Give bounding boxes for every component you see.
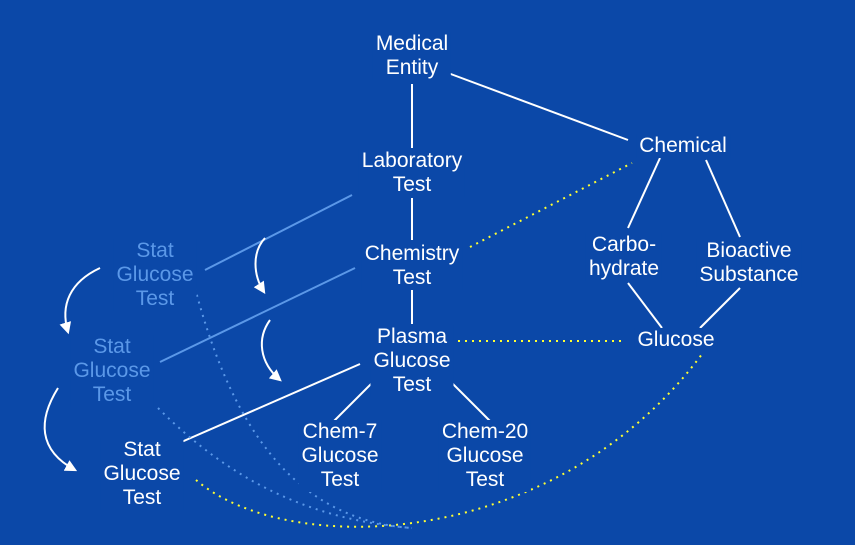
curved-arrow-stat1-to-stat2 xyxy=(59,267,101,335)
node-laboratory-test: Laboratory Test xyxy=(358,149,466,197)
edge-stat3-plasma xyxy=(169,363,361,448)
dotted-stat3-glucose xyxy=(195,349,706,528)
curved-arrow-stat2-to-stat3 xyxy=(43,387,78,472)
node-chemical: Chemical xyxy=(636,134,730,158)
edge-medical-chemical xyxy=(447,72,629,141)
dotted-stat1-trail xyxy=(194,287,413,529)
edge-bioactive-glucose xyxy=(699,287,741,329)
edge-chemical-bioactive xyxy=(705,159,741,238)
node-chemistry-test: Chemistry Test xyxy=(361,242,463,290)
edge-chemical-carbohydrate xyxy=(627,157,661,229)
edge-stat2-chemistry xyxy=(159,267,356,363)
node-plasma-glucose-test: Plasma Glucose Test xyxy=(370,325,454,397)
node-carbohydrate: Carbo- hydrate xyxy=(585,233,663,281)
node-stat-glucose-test-1: Stat Glucose Test xyxy=(113,239,197,311)
node-stat-glucose-test-3: Stat Glucose Test xyxy=(100,438,184,510)
curved-arrow-lab-to-chemistry xyxy=(253,237,266,295)
edge-carbohydrate-glucose xyxy=(627,282,663,329)
node-medical-entity: Medical Entity xyxy=(372,32,452,80)
node-stat-glucose-test-2: Stat Glucose Test xyxy=(70,335,154,407)
curved-arrow-chemistry-to-plasma xyxy=(260,319,282,382)
edge-plasma-chem7 xyxy=(332,379,376,423)
node-glucose: Glucose xyxy=(634,328,718,352)
dotted-chemistry-chemical xyxy=(469,162,633,248)
node-chem7-glucose-test: Chem-7 Glucose Test xyxy=(298,420,382,492)
edge-stat1-laboratory xyxy=(204,194,353,271)
node-chem20-glucose-test: Chem-20 Glucose Test xyxy=(438,420,532,492)
node-bioactive-substance: Bioactive Substance xyxy=(696,239,802,287)
edge-plasma-chem20 xyxy=(448,379,492,423)
